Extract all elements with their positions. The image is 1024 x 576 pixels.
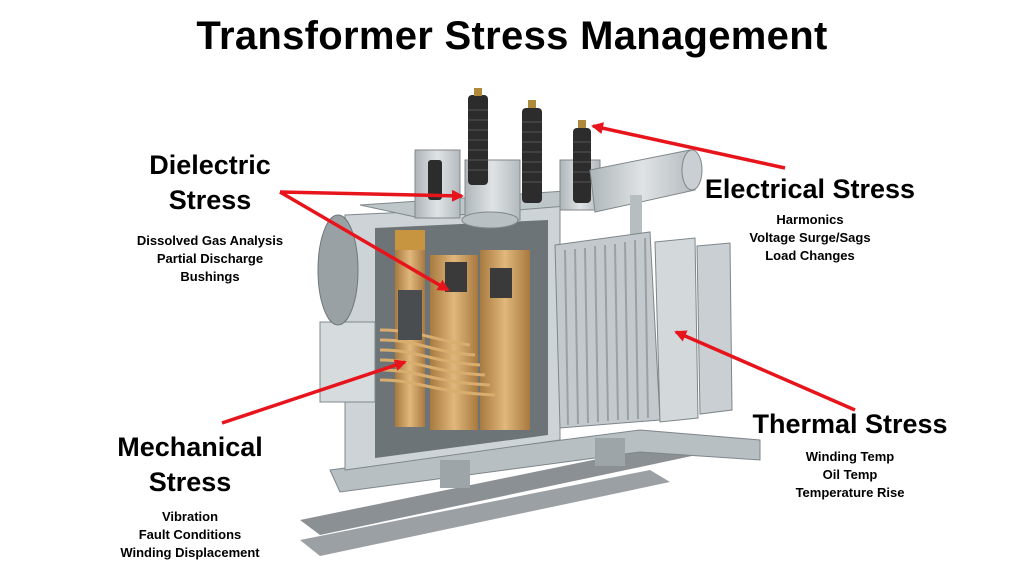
mechanical-item: Vibration [161,509,219,524]
bushings [428,88,591,203]
electrical-item: Load Changes [765,248,855,263]
arrow-dielectric-winding [279,190,450,292]
electrical-item: Voltage Surge/Sags [749,230,871,245]
electrical-stress-label: Electrical Stress Harmonics Voltage Surg… [690,172,930,265]
arrows [221,122,856,425]
electrical-heading: Electrical Stress [704,174,916,204]
arrow-mechanical [221,359,407,425]
dielectric-stress-label: Dielectric Stress Dissolved Gas Analysis… [120,148,300,286]
thermal-heading: Thermal Stress [752,409,948,439]
thermal-item: Winding Temp [805,449,895,464]
dielectric-heading-line2: Stress [168,185,252,215]
dielectric-item: Bushings [180,269,240,284]
dielectric-item: Partial Discharge [156,251,264,266]
thermal-item: Temperature Rise [795,485,905,500]
base-frame [329,429,761,493]
dielectric-item: Dissolved Gas Analysis [136,233,284,248]
thermal-item: Oil Temp [822,467,878,482]
page-title: Transformer Stress Management [196,14,828,58]
mechanical-item: Winding Displacement [120,545,260,560]
mechanical-item: Fault Conditions [138,527,242,542]
core-windings [379,230,530,430]
thermal-stress-label: Thermal Stress Winding Temp Oil Temp Tem… [740,407,960,502]
electrical-item: Harmonics [776,212,844,227]
radiators [554,231,733,429]
arrow-electrical [591,122,786,170]
fan-icon [317,214,359,326]
dielectric-heading-line1: Dielectric [149,150,271,180]
arrow-dielectric-bushing [279,189,464,202]
arrow-thermal [674,330,856,412]
mechanical-stress-label: Mechanical Stress Vibration Fault Condit… [100,430,280,562]
mechanical-heading-line1: Mechanical [117,432,263,462]
mechanical-heading-line2: Stress [148,467,232,497]
conservator [589,149,703,235]
wheel-icon [440,460,470,488]
control-box [319,321,376,403]
